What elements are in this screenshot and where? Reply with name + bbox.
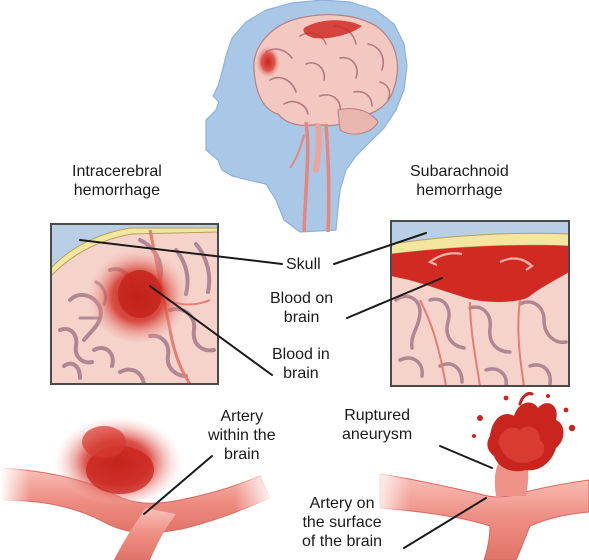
label-skull-text: Skull — [286, 255, 321, 274]
label-subarachnoid-line1: Subarachnoid — [410, 162, 509, 181]
label-artery-on-surface: Artery on the surface of the brain — [302, 494, 382, 551]
label-blood-on-brain-line1: Blood on — [270, 289, 333, 308]
label-artery-within-brain: Artery within the brain — [208, 407, 276, 464]
label-ruptured-aneurysm-line2: aneurysm — [342, 425, 412, 444]
label-artery-surface-line2: the surface — [302, 513, 382, 532]
label-ruptured-aneurysm-line1: Ruptured — [342, 406, 412, 425]
label-artery-surface-line3: of the brain — [302, 532, 382, 551]
label-blood-in-brain-line2: brain — [272, 364, 330, 383]
label-artery-within-line3: brain — [208, 445, 276, 464]
label-blood-on-brain-line2: brain — [270, 308, 333, 327]
label-ruptured-aneurysm: Ruptured aneurysm — [342, 406, 412, 444]
label-skull: Skull — [286, 255, 321, 274]
label-blood-in-brain: Blood in brain — [272, 345, 330, 383]
label-artery-within-line2: within the — [208, 426, 276, 445]
label-intracerebral-line2: hemorrhage — [72, 181, 162, 200]
label-artery-surface-line1: Artery on — [302, 494, 382, 513]
subarachnoid-panel — [391, 221, 569, 386]
label-blood-on-brain: Blood on brain — [270, 289, 333, 327]
label-subarachnoid-line2: hemorrhage — [410, 181, 509, 200]
label-artery-within-line1: Artery — [208, 407, 276, 426]
label-blood-in-brain-line1: Blood in — [272, 345, 330, 364]
label-intracerebral-line1: Intracerebral — [72, 162, 162, 181]
label-intracerebral-hemorrhage: Intracerebral hemorrhage — [72, 162, 162, 200]
intracerebral-panel — [51, 224, 218, 384]
label-subarachnoid-hemorrhage: Subarachnoid hemorrhage — [410, 162, 509, 200]
